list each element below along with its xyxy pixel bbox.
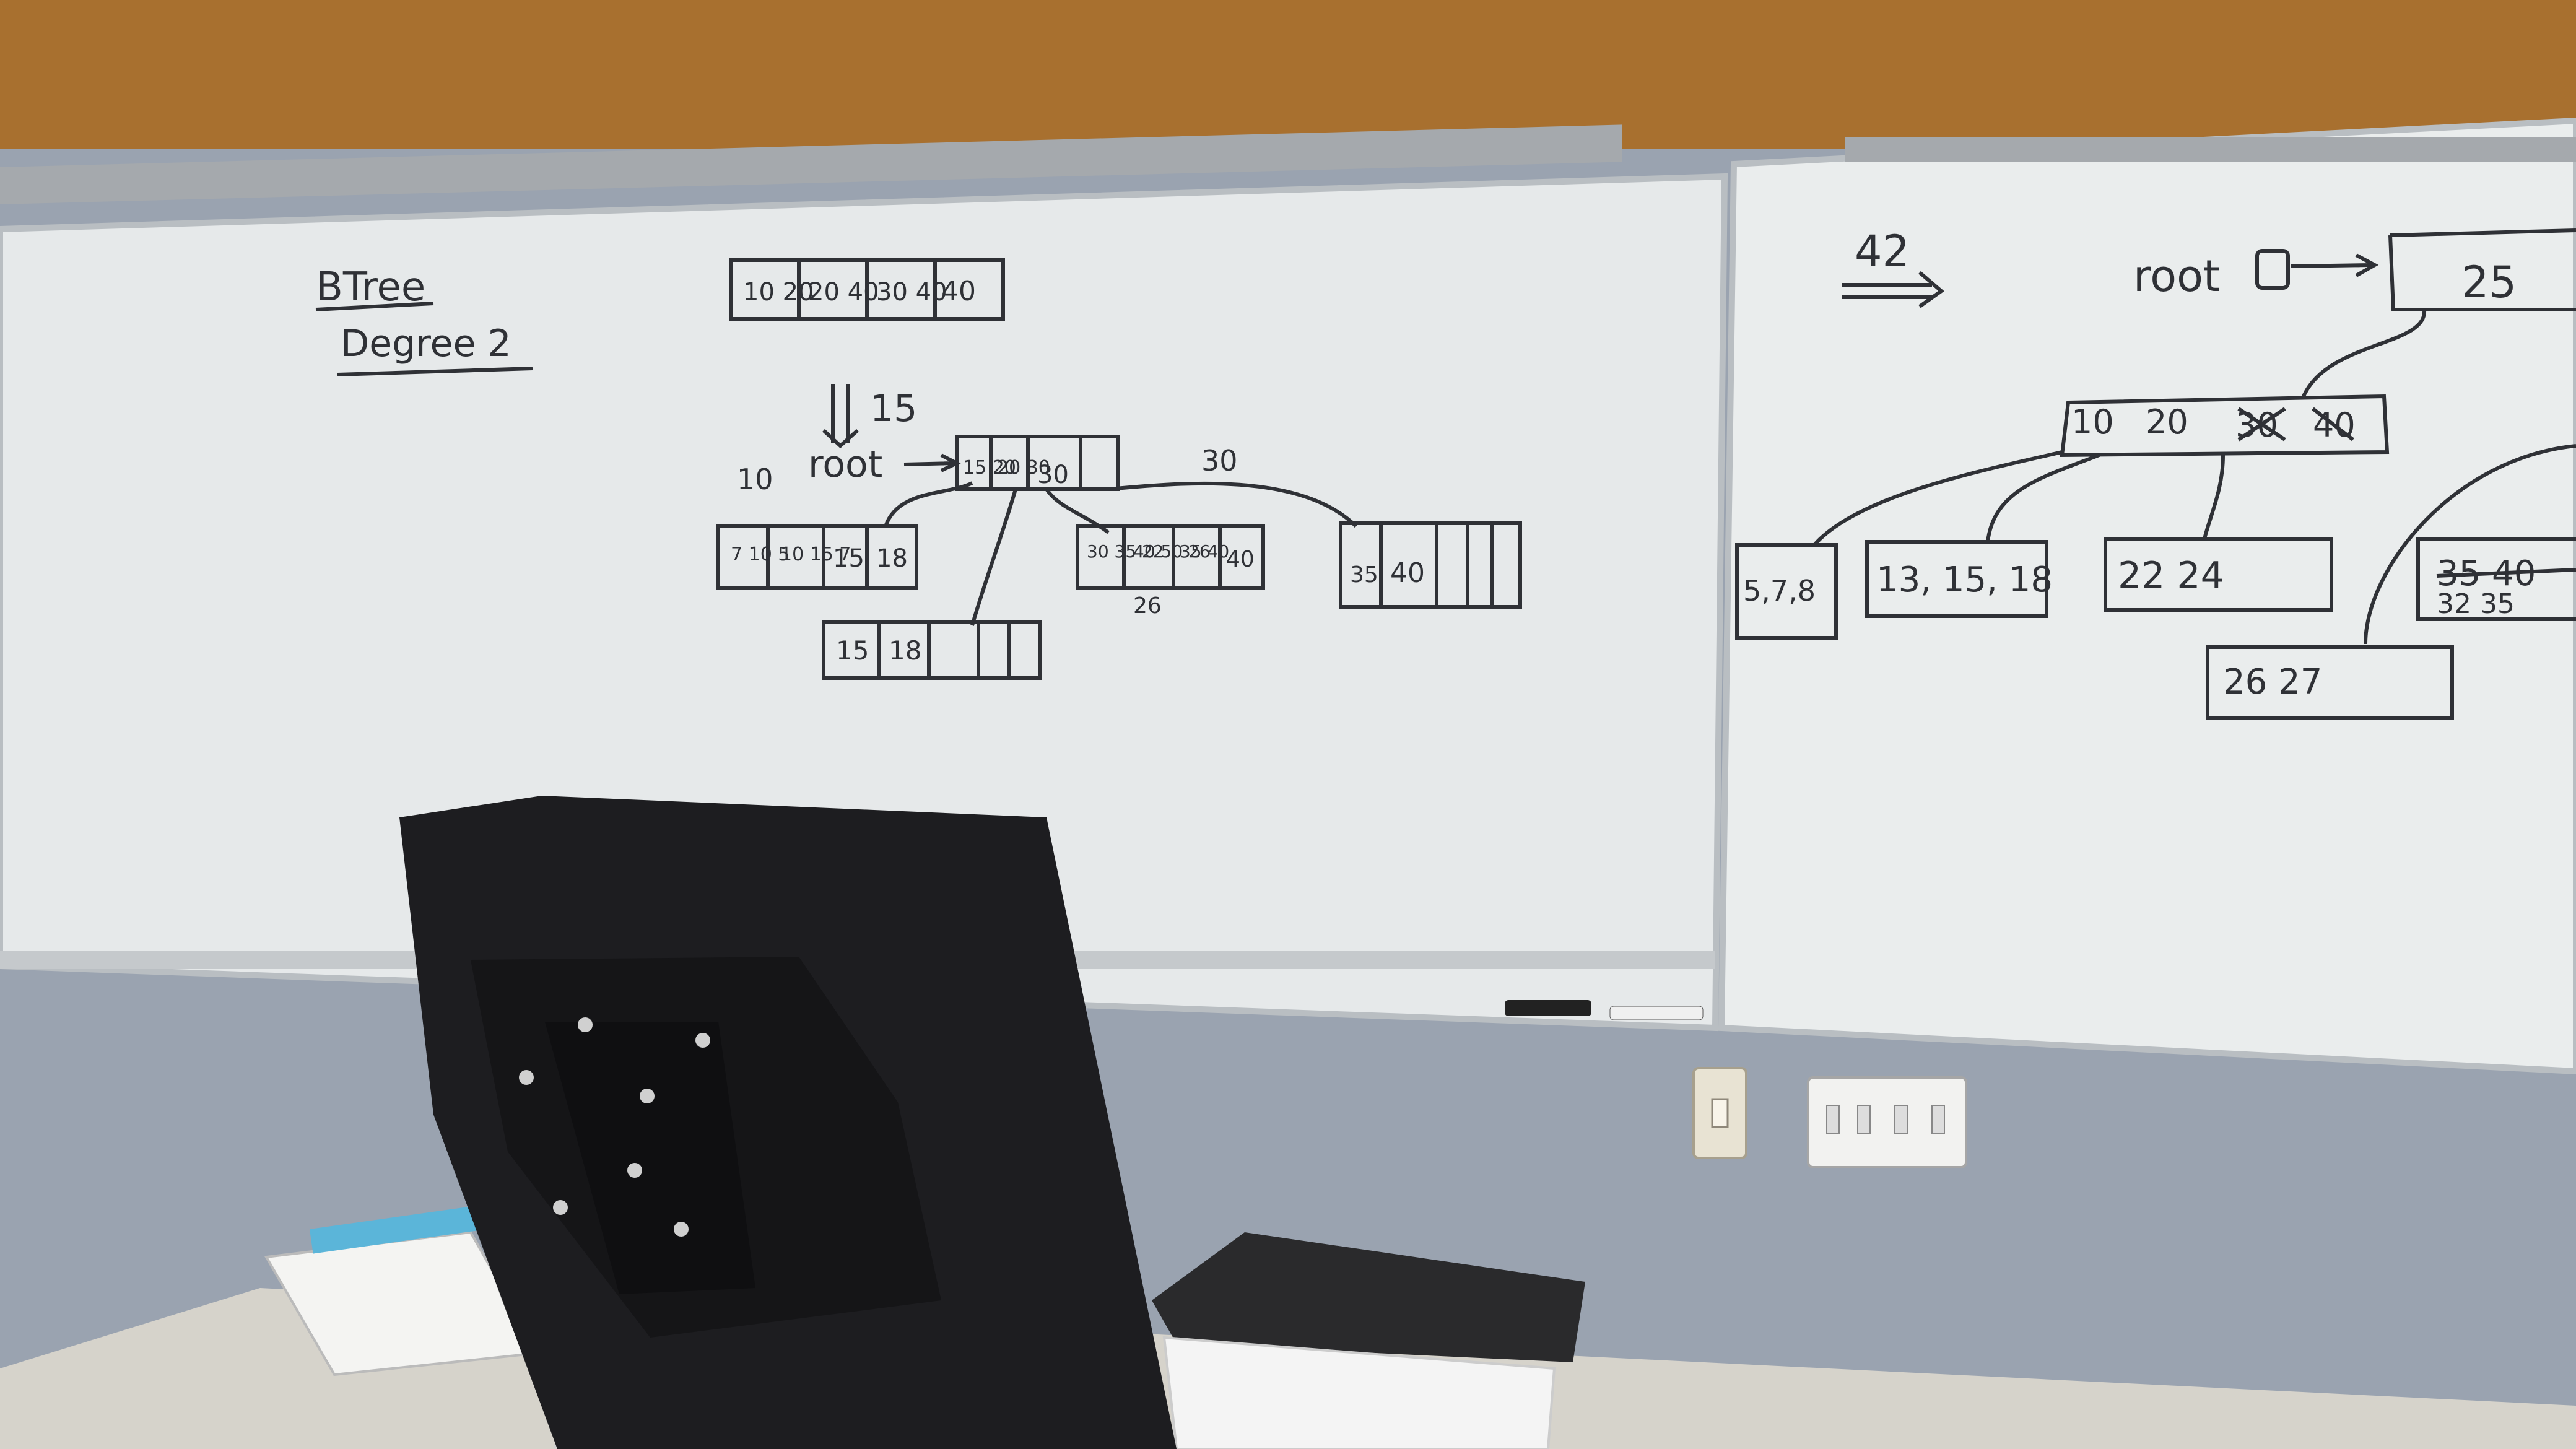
- right-board-rail: [1845, 137, 2576, 162]
- child-node-2-cell-3: 35 40: [1180, 541, 1229, 562]
- monitor-back-icon: [399, 796, 1177, 1449]
- child-node-3-cell-1: 35: [1350, 562, 1378, 588]
- insert-15-label: 15: [870, 387, 917, 430]
- top-node-cell-1: 10 20: [743, 278, 814, 307]
- middle-node: [2060, 394, 2390, 458]
- child-node-1-cell-1: 7 10 5: [731, 544, 790, 565]
- child-node-4-cell-1: 15: [836, 635, 869, 666]
- child-node-4: [822, 620, 1042, 680]
- btree-title: BTree: [316, 264, 425, 310]
- root-node-cell-1: 15 20: [963, 457, 1016, 479]
- insert-42-label: 42: [1855, 226, 1910, 277]
- root-node-cell-3: 30: [1037, 461, 1069, 489]
- light-switch-icon: [1692, 1067, 1747, 1159]
- child-node-1-cell-4: 18: [876, 544, 908, 573]
- child-node-1: [716, 524, 918, 590]
- top-node-cell-4: 40: [941, 276, 976, 307]
- middle-node-10: 10: [2071, 402, 2114, 442]
- child-node-2-cell-2: 40 50 26: [1133, 541, 1211, 562]
- child-node-1-cell-3: 15: [833, 544, 864, 573]
- leaf-node-2-text: 13, 15, 18: [1876, 560, 2053, 600]
- child-node-3-cell-2: 40: [1390, 557, 1425, 589]
- right-whiteboard: [1718, 117, 2576, 1075]
- child-node-4-cell-2: 18: [889, 635, 921, 666]
- leaf-node-1: [1735, 543, 1838, 640]
- root-node-cell-2: 20 30: [997, 457, 1050, 479]
- degree-subtitle: Degree 2: [341, 322, 511, 365]
- top-node-cell-2: 20 40: [808, 278, 879, 307]
- left-board-drawings: BTree Degree 2 10 20 20 40 30 40 40 15 1…: [315, 258, 1522, 680]
- top-node-cell-3: 30 40: [876, 278, 947, 307]
- child-node-2: [1076, 524, 1265, 590]
- insert-left-label: 10: [737, 463, 773, 496]
- child-node-2-cell-1: 30 35 22: [1087, 541, 1164, 562]
- bottom-node: [2206, 645, 2454, 720]
- bottom-node-text: 26 27: [2223, 662, 2322, 702]
- leaf-node-3: [2104, 537, 2333, 612]
- quad-switch-plate-icon: [1807, 1076, 1967, 1168]
- child-node-2-cell-4: 40: [1226, 547, 1255, 572]
- root-label: root: [808, 443, 882, 486]
- root-node: [955, 435, 1120, 491]
- child-node-3: [1339, 521, 1522, 609]
- left-board-rail: [0, 124, 1622, 204]
- leaf-node-3-text: 22 24: [2118, 554, 2224, 598]
- binder-icon: [1152, 1232, 1585, 1449]
- leaf-node-4: [2416, 537, 2576, 621]
- right-root-label: root: [2133, 251, 2220, 302]
- middle-node-20: 20: [2146, 402, 2188, 442]
- below-label: 26: [1133, 593, 1162, 619]
- right-pointer-label: 30: [1201, 444, 1238, 477]
- right-root-value: 25: [2461, 257, 2517, 308]
- child-node-1-cell-2: 10 15 7: [780, 544, 851, 565]
- leaf-node-2: [1865, 540, 2048, 618]
- paper-stack-icon: [264, 1204, 541, 1377]
- leaf-node-1-text: 5,7,8: [1743, 574, 1816, 607]
- leaf-node-4-sub: 32 35: [2437, 588, 2515, 620]
- wall-top-wood: [0, 0, 2576, 149]
- right-board-drawings: 42 root 25 10 20 30 40 5,7,8 13, 15, 18 …: [1735, 226, 2576, 720]
